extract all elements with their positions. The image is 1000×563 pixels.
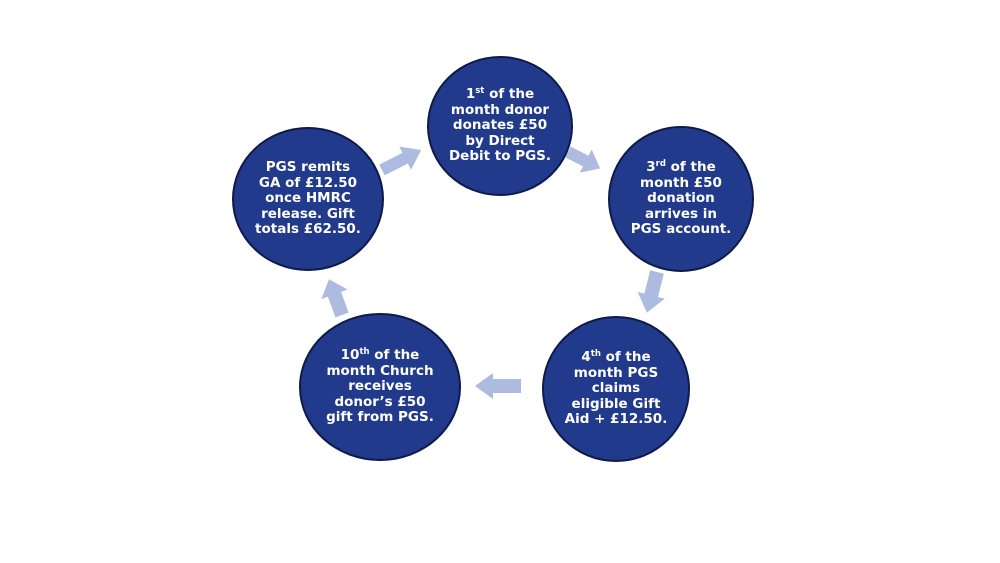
step-3-line-1-post: of the xyxy=(600,349,651,366)
step-3-line-1: 4th of the xyxy=(565,350,668,366)
step-2-line-4: arrives in xyxy=(645,205,717,222)
step-1-line-1-post: of the xyxy=(484,86,535,103)
step-1-line-1: 1st of the xyxy=(449,87,551,103)
step-2-line-1-ordinal-suffix: rd xyxy=(655,159,666,170)
step-1-line-1-pre: 1 xyxy=(465,86,476,103)
step-1-line-1-ordinal-suffix: st xyxy=(475,86,485,97)
step-1-line-4: by Direct xyxy=(465,132,535,149)
step-2-line-1-pre: 3 xyxy=(646,159,656,176)
step-2-line-3: donation xyxy=(647,190,715,207)
step-5-line-2: GA of £12.50 xyxy=(258,174,358,191)
step-4-line-2: month Church xyxy=(326,362,434,379)
step-5-line-3: once HMRC xyxy=(265,190,351,207)
step-2-line-1: 3rd of the xyxy=(631,160,732,176)
flow-arrow-step-1-to-step-2 xyxy=(565,146,601,173)
step-3-line-5: Aid + £12.50. xyxy=(564,411,668,428)
step-4-line-1-ordinal-suffix: th xyxy=(359,347,370,358)
step-2-line-1-post: of the xyxy=(665,159,716,176)
flow-arrow-step-3-to-step-4 xyxy=(475,373,521,399)
step-3-line-1-pre: 4 xyxy=(581,349,591,366)
flow-arrow-step-5-to-step-1 xyxy=(379,146,422,176)
step-1-line-5: Debit to PGS. xyxy=(448,148,552,165)
step-3-line-2: month PGS xyxy=(573,364,659,381)
step-3-line-3: claims xyxy=(591,380,641,397)
flow-arrow-step-4-to-step-5 xyxy=(321,279,349,318)
step-2-line-2: month £50 xyxy=(640,174,722,191)
step-1-line-3: donates £50 xyxy=(452,117,548,134)
step-3-line-1-ordinal-suffix: th xyxy=(590,349,601,360)
step-4-line-4: donor’s £50 xyxy=(334,393,426,410)
step-4-line-1-post: of the xyxy=(369,347,420,364)
step-4-line-3: receives xyxy=(348,378,412,395)
step-3-line-4: eligible Gift xyxy=(571,395,661,412)
step-4-line-5: gift from PGS. xyxy=(326,409,434,426)
step-5-line-1: PGS remits xyxy=(265,159,351,176)
step-2-line-5: PGS account. xyxy=(630,221,732,238)
flow-arrow-step-2-to-step-3 xyxy=(637,270,665,313)
step-4-line-1: 10th of the xyxy=(326,348,434,364)
step-5-line-5: totals £62.50. xyxy=(255,221,361,238)
step-5-line-4: release. Gift xyxy=(261,205,355,222)
step-4-line-1-pre: 10 xyxy=(340,347,360,364)
step-1-line-2: month donor xyxy=(450,101,550,118)
